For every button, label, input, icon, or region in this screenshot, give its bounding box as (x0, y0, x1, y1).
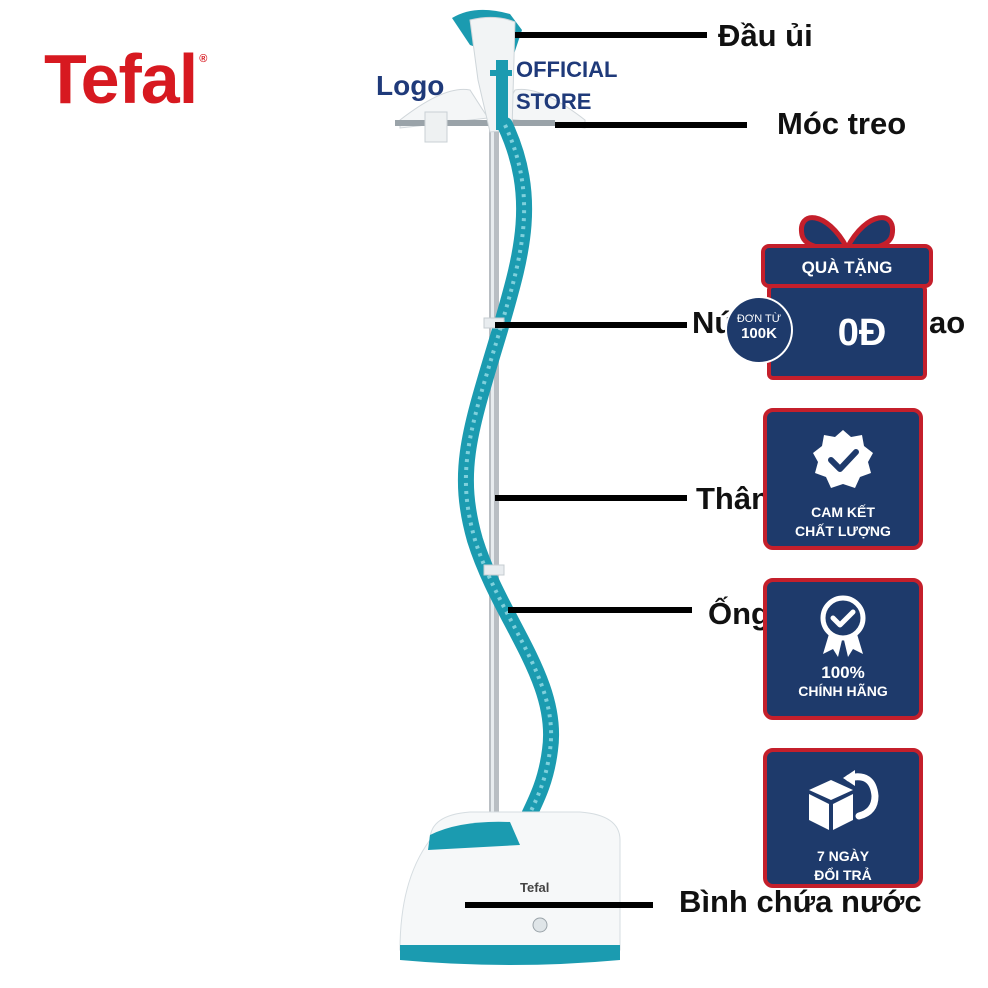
leader-line-button (495, 322, 687, 328)
leader-line-hanger (555, 122, 747, 128)
label-head: Đầu ủi (718, 18, 813, 53)
award-ribbon-icon (820, 595, 866, 657)
gift-box-icon (761, 215, 933, 380)
gift-price: 0Đ (837, 312, 887, 354)
genuine-badge[interactable]: 100% CHÍNH HÃNG (763, 578, 923, 720)
leader-line-head (515, 32, 707, 38)
steamer-hose (457, 117, 560, 843)
official-store-watermark: OFFICIAL STORE (516, 57, 618, 114)
label-hanger: Móc treo (777, 106, 907, 141)
gift-title: QUÀ TẶNG (801, 258, 893, 277)
label-body: Thân (696, 481, 771, 516)
return-badge[interactable]: 7 NGÀY ĐỔI TRẢ (763, 748, 923, 888)
badge-return-line1: 7 NGÀY (816, 848, 870, 864)
return-box-icon (809, 770, 879, 830)
steamer-head (452, 9, 522, 133)
badge-genuine-line1: 100% (821, 663, 865, 682)
min-order-circle: ĐƠN TỪ 100K (727, 298, 791, 362)
leader-line-body (495, 495, 687, 501)
gift-badge[interactable]: QUÀ TẶNG 0Đ (757, 200, 937, 382)
quality-badge[interactable]: CAM KẾT CHẤT LƯỢNG (763, 408, 923, 550)
badge-return-line2: ĐỔI TRẢ (814, 867, 872, 883)
badge-genuine-line2: CHÍNH HÃNG (798, 683, 888, 699)
water-tank-base (399, 811, 621, 965)
label-hose: Ống (708, 596, 770, 631)
leader-line-tank (465, 902, 653, 908)
check-seal-icon (813, 430, 873, 488)
badge-quality-line1: CAM KẾT (811, 504, 875, 520)
label-height-button: Nú (692, 305, 734, 340)
label-water-tank: Bình chứa nước (679, 884, 922, 919)
watermark-logo: Logo (376, 70, 445, 101)
leader-line-hose (508, 607, 692, 613)
label-height-button-tail: ao (929, 305, 966, 340)
badge-quality-line2: CHẤT LƯỢNG (795, 523, 891, 539)
tefal-logo: Tefal® (44, 40, 207, 118)
tank-brand-text: Tefal (520, 880, 550, 895)
